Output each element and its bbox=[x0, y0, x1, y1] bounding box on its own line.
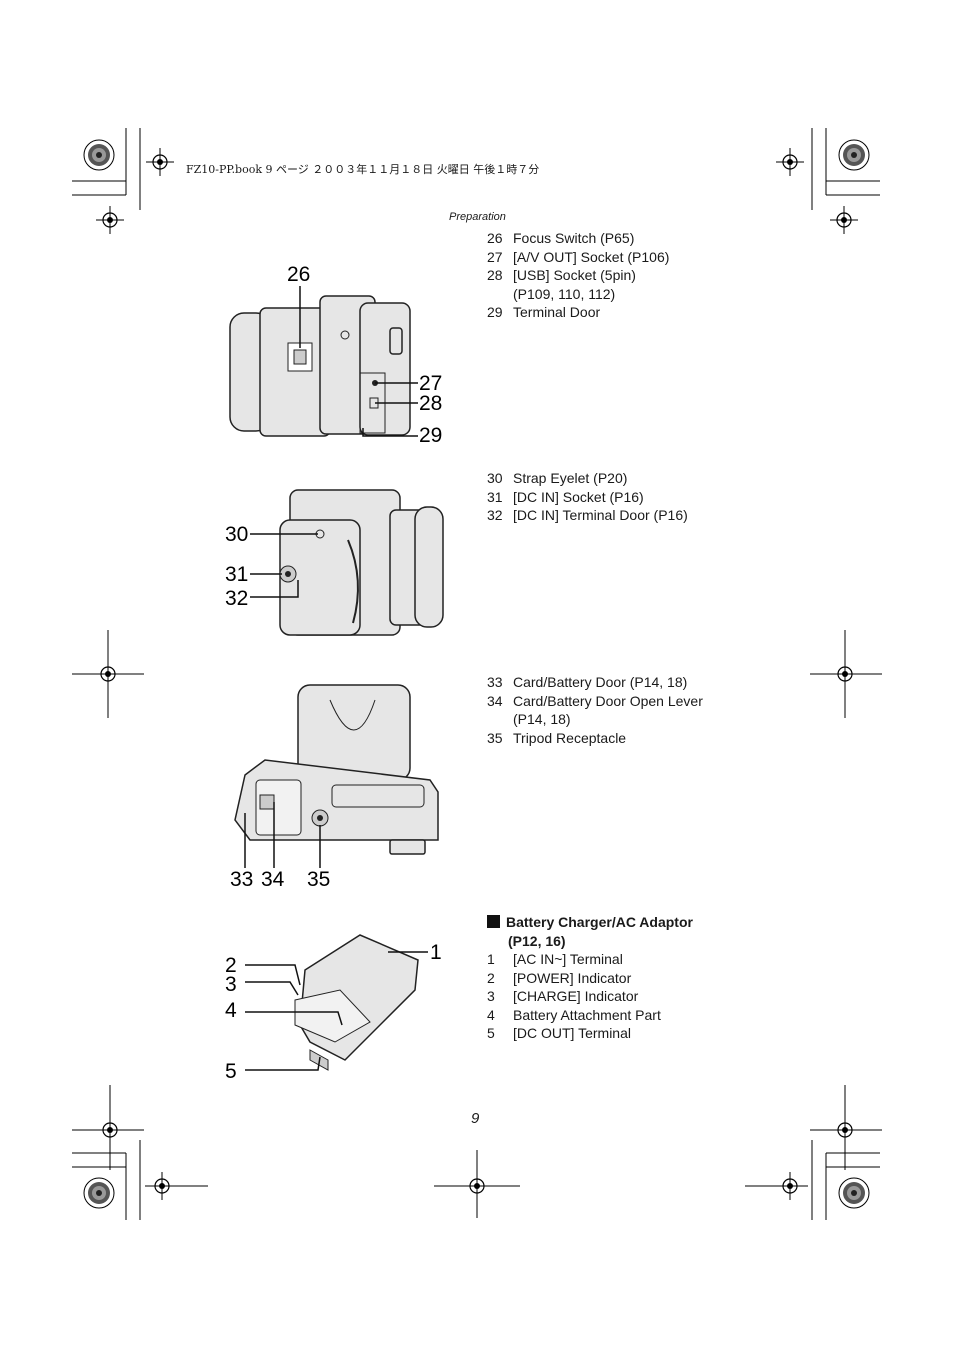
section-label: Preparation bbox=[449, 211, 506, 223]
list-item: 5[DC OUT] Terminal bbox=[487, 1025, 631, 1041]
callout-label: 1 bbox=[430, 941, 442, 964]
charger-parts-list: Battery Charger/AC Adaptor (P12, 16) 1[A… bbox=[487, 913, 693, 1043]
callout-label: 27 bbox=[419, 372, 442, 395]
print-info-header: FZ10-PP.book 9 ページ ２００３年１１月１８日 火曜日 午後１時７… bbox=[186, 163, 540, 176]
callout-label: 28 bbox=[419, 392, 442, 415]
list-item: 2[POWER] Indicator bbox=[487, 969, 632, 986]
camera-bottom-view-diagram: 33 34 35 bbox=[230, 684, 439, 891]
list-item: 3[CHARGE] Indicator bbox=[487, 988, 639, 1004]
charger-heading-continuation: (P12, 16) bbox=[508, 932, 566, 949]
callout-label: 2 bbox=[225, 954, 237, 977]
list-item: 27[A/V OUT] Socket (P106) bbox=[487, 248, 670, 265]
callout-label: 26 bbox=[287, 263, 310, 286]
callout-label: 29 bbox=[419, 424, 442, 447]
list-item: 32[DC IN] Terminal Door (P16) bbox=[487, 507, 688, 523]
registration-cross-icon bbox=[829, 205, 859, 235]
callout-label: 35 bbox=[307, 868, 330, 891]
list-item-continuation: (P14, 18) bbox=[513, 711, 571, 727]
charger-heading: Battery Charger/AC Adaptor bbox=[487, 913, 693, 932]
registration-burst-icon bbox=[83, 1177, 115, 1209]
camera-side-view-diagram: 26 27 28 29 bbox=[229, 263, 442, 447]
list-item-continuation: (P109, 110, 112) bbox=[513, 285, 616, 302]
callout-label: 30 bbox=[225, 523, 248, 546]
list-item: 31[DC IN] Socket (P16) bbox=[487, 488, 644, 505]
callout-label: 5 bbox=[225, 1060, 237, 1083]
registration-burst-icon bbox=[83, 139, 115, 171]
page-number: 9 bbox=[471, 1110, 480, 1127]
callout-label: 32 bbox=[225, 587, 248, 610]
callout-label: 31 bbox=[225, 563, 248, 586]
callout-label: 33 bbox=[230, 868, 253, 891]
callout-label: 3 bbox=[225, 973, 237, 996]
charger-diagram: 1 2 3 4 5 bbox=[225, 934, 442, 1083]
callout-label: 4 bbox=[225, 999, 237, 1022]
registration-burst-icon bbox=[838, 1177, 870, 1209]
square-bullet-icon bbox=[487, 915, 500, 928]
list-item: 28[USB] Socket (5pin) bbox=[487, 267, 636, 283]
list-item: 1[AC IN~] Terminal bbox=[487, 951, 623, 967]
registration-cross-icon bbox=[95, 205, 125, 235]
callout-label: 34 bbox=[261, 868, 285, 891]
camera-grip-view-diagram: 30 31 32 bbox=[225, 489, 444, 636]
registration-cross-icon bbox=[775, 147, 805, 177]
registration-burst-icon bbox=[838, 139, 870, 171]
registration-cross-icon bbox=[145, 147, 175, 177]
